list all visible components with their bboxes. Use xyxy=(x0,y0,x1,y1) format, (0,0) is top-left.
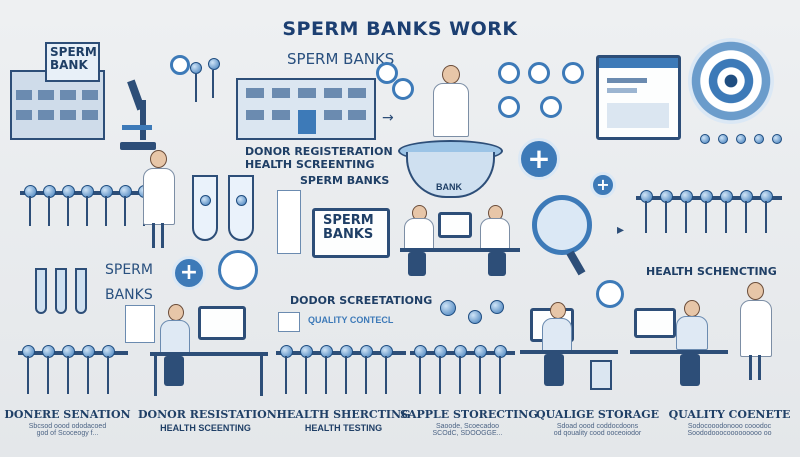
target-icon xyxy=(688,38,774,124)
sperm-cell-icon xyxy=(170,55,190,75)
test-tube-icon xyxy=(528,62,550,84)
cell-icon xyxy=(562,62,584,84)
section-caption: Sdoad oood coddocdoons od qouality cood … xyxy=(553,423,642,437)
sperm-sample-rack xyxy=(636,190,782,240)
section-caption: Saoode, Scoecadoo SCOdC, SDOOGGE... xyxy=(432,423,503,437)
storage-bowl-icon: BANK xyxy=(398,140,503,200)
bottom-section: SAPPLE STORECTING Saoode, Scoecadoo SCOd… xyxy=(400,408,538,448)
cell-icon xyxy=(540,96,562,118)
sperm-bank-building: SPERM BANK xyxy=(10,40,105,140)
sperm-banks-label: SPERM BANKS xyxy=(287,50,395,68)
sperm-cell-icon xyxy=(208,58,220,70)
health-screening-label: HEALTH SCREENTING xyxy=(245,158,375,171)
section-title: QUALIGE STORAGE xyxy=(535,408,660,421)
sperm-cell-icon xyxy=(468,310,482,324)
sperm-sample-rack xyxy=(276,345,406,400)
building-sign: SPERM BANK xyxy=(50,45,97,72)
sperm-cell-icon xyxy=(440,300,456,316)
cell-icon xyxy=(218,250,258,290)
bottom-section: QUALITY COENETE Sodocooodonooo cooodoc S… xyxy=(662,408,797,448)
dna-icon xyxy=(376,62,398,84)
donor-registration-label: DONOR REGISTERATION xyxy=(245,145,393,158)
medical-plus-icon: + xyxy=(172,256,206,290)
medical-plus-icon: + xyxy=(518,138,560,180)
quality-control-badge: QUALITY CONTECL xyxy=(278,312,398,332)
doctor-figure xyxy=(425,65,475,140)
sperm-sample-rack xyxy=(20,185,151,230)
test-tube-rack xyxy=(35,268,95,318)
workstation xyxy=(520,300,618,400)
cell-icon xyxy=(498,96,520,118)
section-caption: HEALTH SCEENTING xyxy=(160,423,251,433)
sperm-sample-rack xyxy=(18,345,128,400)
clipboard-icon xyxy=(277,190,301,254)
page-title: SPERM BANKS WORK xyxy=(282,18,518,40)
lab-icon xyxy=(392,78,414,100)
sperm-cell-icon xyxy=(190,62,202,74)
arrow-right-icon: → xyxy=(382,110,394,126)
magnifier-icon xyxy=(532,195,602,276)
sperm-cell-icon xyxy=(490,300,504,314)
sperm-label: SPERM xyxy=(105,262,153,278)
microscope-icon xyxy=(118,79,158,155)
section-title: DONOR RESISTATION xyxy=(138,408,277,421)
browser-window-icon xyxy=(596,55,681,140)
cell-icon xyxy=(498,62,520,84)
workstation xyxy=(630,298,735,400)
staff-at-desk xyxy=(400,200,520,280)
bowl-label: BANK xyxy=(436,182,462,192)
banks-label: BANKS xyxy=(105,287,153,303)
clinic-building-icon xyxy=(236,78,376,140)
section-title: HEALTH SHERCTING xyxy=(276,408,411,421)
document-icon xyxy=(125,305,155,343)
section-caption: Sodocooodonooo cooodoc Soododooocooooooo… xyxy=(687,423,772,437)
sperm-sample-rack xyxy=(410,345,515,400)
doctor-figure xyxy=(735,282,775,382)
bottom-section: DONOR RESISTATION HEALTH SCEENTING xyxy=(138,408,277,448)
test-tubes-icon xyxy=(190,175,260,245)
workstation xyxy=(150,300,268,400)
cell-icon xyxy=(596,280,624,308)
donor-screening-label: DODOR SCREETATIONG xyxy=(290,294,433,307)
section-title: SAPPLE STORECTING xyxy=(400,408,538,421)
arrow-right-icon: ▸ xyxy=(617,222,625,238)
bottom-section: HEALTH SHERCTING HEALTH TESTING xyxy=(276,408,411,448)
bottom-section: DONERE SENATION Sbcsod oood ododacoed go… xyxy=(0,408,135,448)
section-caption: HEALTH TESTING xyxy=(304,423,383,433)
section-title: DONERE SENATION xyxy=(4,408,131,421)
medical-plus-icon: + xyxy=(590,172,616,198)
section-caption: Sbcsod oood ododacoed god of Scoceogy f.… xyxy=(28,423,107,437)
sperm-banks-banner: SPERM BANKS xyxy=(312,208,390,258)
health-schencting-label: HEALTH SCHENCTING xyxy=(646,265,777,278)
section-title: QUALITY COENETE xyxy=(668,408,791,421)
sperm-banks-mid-label: SPERM BANKS xyxy=(300,174,390,187)
bottom-section: QUALIGE STORAGE Sdoad oood coddocdoons o… xyxy=(530,408,665,448)
doctor-figure xyxy=(138,150,178,250)
